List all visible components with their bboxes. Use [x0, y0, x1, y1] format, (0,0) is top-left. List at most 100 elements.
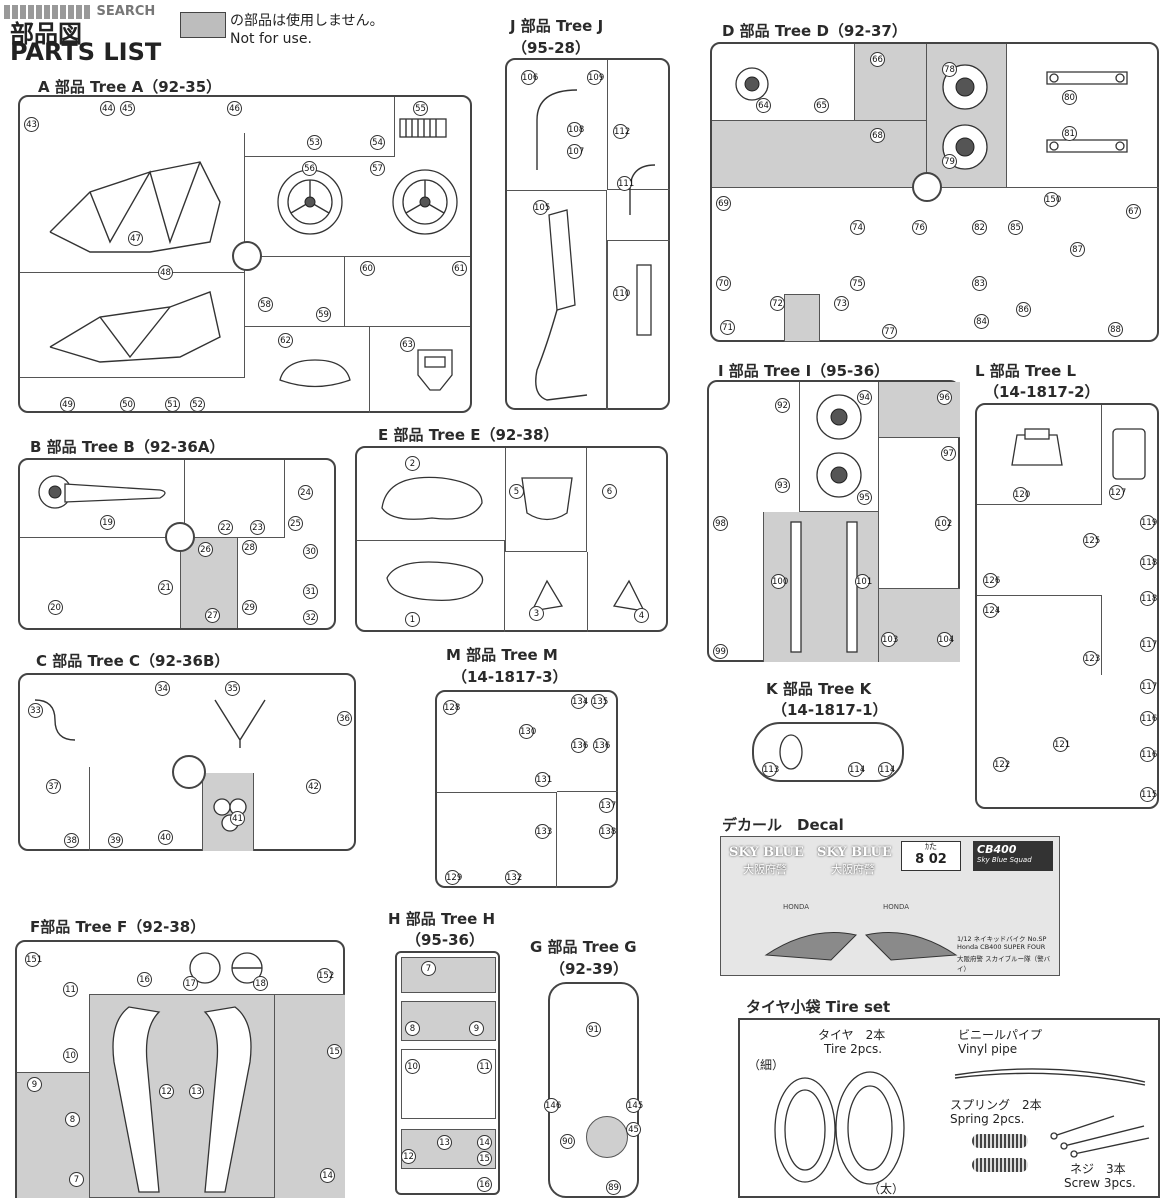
tree-h-subtitle: （95-36）	[406, 931, 484, 949]
part-number: 86	[1016, 302, 1031, 317]
exhaust-12	[112, 1006, 161, 1193]
vinyl-pipe-label-en: Vinyl pipe	[958, 1042, 1018, 1056]
part-number: 54	[370, 135, 385, 150]
tire-113	[779, 734, 803, 770]
decal-sheet: SKY BLUE SKY BLUE 大阪府警 大阪府警 ｶた 8 02 CB40…	[720, 836, 1060, 976]
tree-i-title: I 部品 Tree I（95-36）	[718, 362, 890, 380]
part-number: 70	[716, 276, 731, 291]
part-number: 3	[529, 606, 544, 621]
part-number: 16	[477, 1177, 492, 1192]
part-number: 67	[1126, 204, 1141, 219]
part-number: 45	[120, 101, 135, 116]
part-number: 29	[242, 600, 257, 615]
sprue-hub	[172, 755, 206, 789]
part-number: 48	[158, 265, 173, 280]
part-number: 130	[519, 724, 536, 739]
decal-title: デカール Decal	[722, 816, 844, 834]
decal-wing-right	[865, 932, 958, 961]
tree-h-title: H 部品 Tree H	[388, 910, 496, 928]
side-cover-1	[386, 561, 484, 602]
part-number: 150	[1044, 192, 1061, 207]
tree-e-frame: 2 5 6 1 3 4	[355, 446, 668, 632]
part-number: 56	[302, 161, 317, 176]
cover-120	[1011, 428, 1063, 466]
wheel-56	[277, 169, 343, 235]
cowl-63	[417, 349, 453, 391]
triangle-3	[530, 579, 564, 612]
part-number: 55	[413, 101, 428, 116]
tree-g-frame: 91 146 145 90 45 89	[544, 982, 643, 1198]
part-number: 4	[634, 608, 649, 623]
part-number: 40	[158, 830, 173, 845]
part-number: 5	[509, 484, 524, 499]
part-number: 116	[1140, 711, 1157, 726]
part-number: 13	[189, 1084, 204, 1099]
part-number: 75	[850, 276, 865, 291]
part-number: 46	[227, 101, 242, 116]
part-number: 109	[587, 70, 604, 85]
gear-64	[735, 67, 769, 101]
part-number: 72	[770, 296, 785, 311]
tree-d-title: D 部品 Tree D（92-37）	[722, 22, 907, 40]
muffler-105	[535, 209, 588, 401]
tree-m-frame: 128 130 134 135 136 136 131 137 133 129 …	[435, 690, 618, 888]
part-number: 43	[24, 117, 39, 132]
tree-d-frame: 64 65 66 67 68 69 70 71 72 73 74 75 76 7…	[710, 42, 1159, 342]
part-number: 128	[443, 700, 460, 715]
tree-i-frame: 92 93 94 95 96 97 98 99 100 101 102 103 …	[707, 380, 960, 662]
decal-cb400: CB400	[977, 843, 1017, 856]
tree-c-title: C 部品 Tree C（92-36B）	[36, 652, 230, 670]
part-number: 108	[567, 122, 584, 137]
tire-thin-icon	[774, 1077, 836, 1183]
part-number: 135	[591, 694, 608, 709]
part-number: 85	[1008, 220, 1023, 235]
decal-police-label: 大阪府警	[831, 863, 875, 876]
part-number: 127	[1109, 485, 1126, 500]
part-number: 114	[848, 762, 865, 777]
tire-thick-label: （太）	[868, 1182, 905, 1196]
tree-a-cell	[245, 327, 370, 413]
part-number: 47	[128, 231, 143, 246]
triangle-4	[612, 579, 646, 612]
part-number: 138	[599, 824, 616, 839]
decal-plate: ｶた 8 02	[901, 841, 961, 871]
tree-j-cell	[607, 60, 670, 190]
tree-b-cell	[20, 460, 185, 538]
part-number: 2	[405, 456, 420, 471]
tree-k-title: K 部品 Tree K	[766, 680, 872, 698]
fork-81	[1046, 139, 1128, 153]
decal-wing-left	[764, 932, 857, 961]
part-number: 13	[437, 1135, 452, 1150]
seat-62	[279, 359, 351, 388]
part-number: 10	[405, 1059, 420, 1074]
part-number: 99	[713, 644, 728, 659]
tree-a-cell	[245, 257, 345, 327]
part-number: 77	[882, 324, 897, 339]
tube-110	[636, 264, 652, 336]
tree-l-cell	[977, 405, 1102, 505]
screw-label-en: Screw 3pcs.	[1064, 1176, 1136, 1190]
tree-f-cell-unused	[275, 994, 345, 1198]
tree-a-frame: 43 44 45 46 47 48 49 50 51 52 53 54 55 5…	[18, 95, 472, 413]
gauge-17	[189, 952, 221, 984]
part-number: 60	[360, 261, 375, 276]
sprue-hub	[232, 241, 262, 271]
part-number: 112	[613, 124, 630, 139]
legend-text-en: Not for use.	[230, 31, 312, 47]
tree-l-subtitle: （14-1817-2）	[984, 383, 1100, 401]
part-number: 92	[775, 398, 790, 413]
tree-l-cell	[977, 595, 1102, 675]
tree-a-cell	[20, 133, 245, 273]
part-number: 78	[942, 62, 957, 77]
part-number: 102	[935, 516, 952, 531]
part-number: 35	[225, 681, 240, 696]
tree-j-cell	[507, 190, 607, 410]
vinyl-pipe-icon	[954, 1068, 1146, 1086]
part-number: 8	[405, 1021, 420, 1036]
part-number: 89	[606, 1180, 621, 1195]
frame-part-47	[49, 161, 221, 253]
tree-i-cell-unused	[879, 588, 960, 662]
decal-sky-blue: SKY BLUE	[817, 845, 892, 860]
part-number: 32	[303, 610, 318, 625]
part-number: 12	[159, 1084, 174, 1099]
